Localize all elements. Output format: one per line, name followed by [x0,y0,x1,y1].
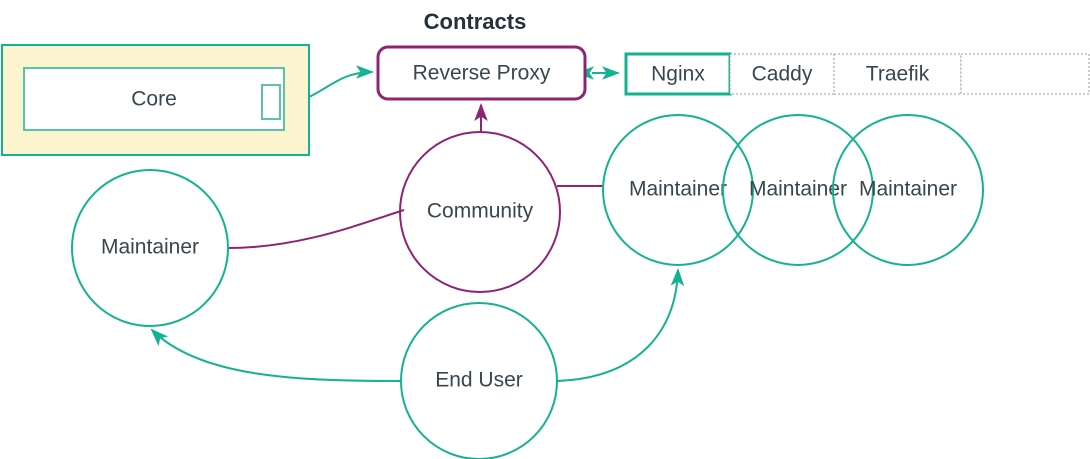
proxy-option-traefik[interactable]: Traefik [833,53,962,95]
edge-enduser-to-maintainer-right [556,268,685,382]
core-inner-box[interactable] [23,67,285,131]
proxy-option-label: Nginx [651,63,705,86]
proxy-option-box[interactable] [960,53,1090,95]
proxy-option-label: Traefik [866,63,930,86]
proxy-option-box[interactable] [624,52,732,96]
proxy-option-box[interactable] [729,53,835,95]
proxy-option-empty-3[interactable] [960,53,1090,95]
circle-outline[interactable] [399,131,561,293]
circle-node-maintainer-2[interactable]: Maintainer [722,114,874,266]
proxy-option-nginx[interactable]: Nginx [624,52,732,96]
reverse-proxy-node[interactable]: Reverse Proxy [376,45,587,101]
circle-node-maintainer-left[interactable]: Maintainer [71,169,229,327]
circle-outline[interactable] [832,114,984,266]
circle-label: Maintainer [749,178,847,201]
nodes-layer: Core Reverse Proxy Nginx Caddy TraefikMainta… [1,44,1090,459]
edge-enduser-to-maintainer-left [150,328,402,382]
circle-outline[interactable] [400,302,558,459]
proxy-option-caddy[interactable]: Caddy [729,53,835,95]
circle-outline[interactable] [71,169,229,327]
circle-label: Community [427,200,534,223]
edges-layer [150,65,685,382]
core-connector-port[interactable] [261,84,281,120]
circle-label: Maintainer [629,178,727,201]
core-group: Core [1,44,310,156]
reverse-proxy-label: Reverse Proxy [413,62,551,85]
circle-node-maintainer-1[interactable]: Maintainer [602,114,754,266]
circle-label: Maintainer [859,178,957,201]
circle-node-community[interactable]: Community [399,131,561,293]
core-label: Core [131,88,177,111]
circle-node-maintainer-3[interactable]: Maintainer [832,114,984,266]
circle-outline[interactable] [722,114,874,266]
circle-label: Maintainer [101,236,199,259]
edge-maintainer-left-to-community [227,209,405,249]
proxy-option-box[interactable] [833,53,962,95]
circle-label: End User [435,369,523,392]
proxy-option-label: Caddy [752,63,813,86]
page-title: Contracts [424,9,527,34]
circle-outline[interactable] [602,114,754,266]
circle-node-end-user[interactable]: End User [400,302,558,459]
reverse-proxy-box[interactable] [376,45,587,101]
